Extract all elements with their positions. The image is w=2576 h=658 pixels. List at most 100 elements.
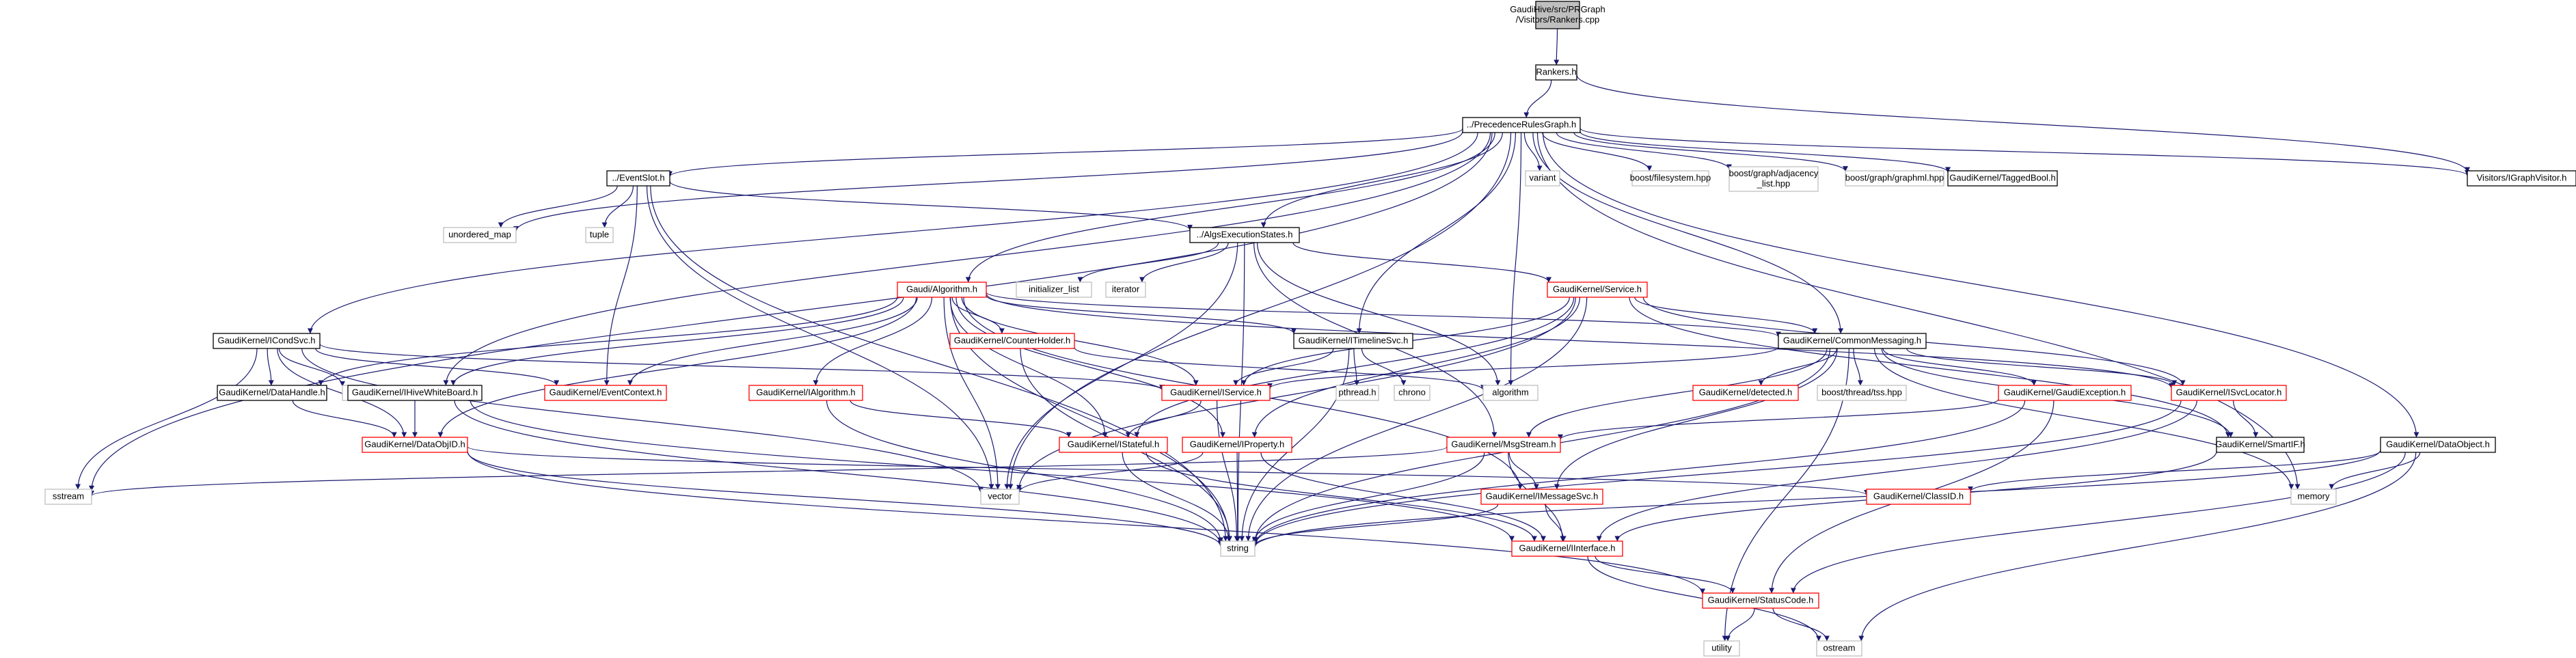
node-imessagesvc[interactable]: GaudiKernel/IMessageSvc.h [1480,489,1603,505]
edge-prg-to-ihivewhiteboard [443,132,1491,386]
edge-dataobjid-to-string [467,451,1223,547]
edge-prg-to-adjlist [1556,132,1732,170]
node-box-datahandle [217,385,327,401]
node-gaudialgorithm[interactable]: Gaudi/Algorithm.h [897,282,987,298]
node-eventcontext[interactable]: GaudiKernel/EventContext.h [544,385,667,401]
edge-isvclocator-to-smartif [2233,400,2259,438]
node-dataobjid[interactable]: GaudiKernel/DataObjID.h [362,437,468,453]
node-box-memory [2290,489,2337,505]
node-box-algorithm [1482,385,1538,401]
node-label-commonmessaging: GaudiKernel/CommonMessaging.h [1783,335,1921,345]
edge-prg-to-memory [1536,132,2301,490]
edge-prg-to-unordered_map [513,131,1463,232]
node-label-gaudiexception: GaudiKernel/GaudiException.h [2004,387,2126,397]
node-algsexec[interactable]: ../AlgsExecutionStates.h [1189,227,1300,243]
node-box-classid [1866,489,1971,505]
node-box-prg [1462,117,1581,133]
node-smartif[interactable]: GaudiKernel/SmartIF.h [2215,437,2305,453]
edge-iinterface-to-statuscode [1595,556,1735,594]
edge-commonmessaging-to-threadtss [1853,348,1863,386]
node-statuscode[interactable]: GaudiKernel/StatusCode.h [1702,592,1819,609]
node-pthread: pthread.h [1336,385,1379,401]
edge-dataobject-to-memory [2329,452,2421,490]
edge-gaudiexception-to-string [1252,400,2026,546]
edge-prg-to-filesystem [1542,132,1653,172]
node-istateful[interactable]: GaudiKernel/IStateful.h [1059,437,1168,453]
edge-commonmessaging-to-detected [1758,348,1838,386]
node-box-algsexec [1189,227,1300,243]
node-label-root: /Visitors/Rankers.cpp [1516,14,1600,25]
node-label-eventcontext: GaudiKernel/EventContext.h [550,387,662,397]
node-box-ostream [1816,640,1862,657]
node-sstream: sstream [44,489,92,505]
node-box-eventcontext [544,385,667,401]
edge-commonmessaging-to-imessagesvc [1554,348,1838,490]
node-datahandle[interactable]: GaudiKernel/DataHandle.h [217,385,327,401]
node-icondsvc[interactable]: GaudiKernel/ICondSvc.h [213,333,321,349]
node-ihivewhiteboard[interactable]: GaudiKernel/IHiveWhiteBoard.h [347,385,483,401]
node-gaudiexception[interactable]: GaudiKernel/GaudiException.h [1998,385,2132,401]
node-detected[interactable]: GaudiKernel/detected.h [1692,385,1799,401]
node-box-imessagesvc [1480,489,1603,505]
edge-datahandle-to-dataobjid [292,400,397,438]
node-iproperty[interactable]: GaudiKernel/IProperty.h [1182,437,1292,453]
edge-rankers-to-igraphvisitor [1576,74,2470,173]
node-igraphvisitor[interactable]: Visitors/IGraphVisitor.h [2467,170,2576,187]
edge-gaudialgorithm-to-vector [943,297,1001,490]
edge-service-to-iproperty [1251,297,1581,438]
node-iservice[interactable]: GaudiKernel/IService.h [1161,385,1271,401]
edge-itimelinesvc-to-pthread [1353,348,1360,386]
node-itimelinesvc[interactable]: GaudiKernel/ITimelineSvc.h [1293,333,1413,349]
node-box-sstream [44,489,92,505]
node-counterholder[interactable]: GaudiKernel/CounterHolder.h [949,333,1075,349]
node-eventslot[interactable]: ../EventSlot.h [606,170,670,187]
node-rankers[interactable]: Rankers.h [1535,64,1577,81]
node-ialgorithm[interactable]: GaudiKernel/IAlgorithm.h [748,385,863,401]
node-label-sstream: sstream [53,491,84,501]
node-box-dataobjid [362,437,468,453]
edge-eventslot-to-eventcontext [604,185,638,386]
edge-prg-to-variant [1523,132,1543,172]
node-label-gaudialgorithm: Gaudi/Algorithm.h [906,284,977,294]
node-ostream: ostream [1816,640,1862,657]
node-dataobject[interactable]: GaudiKernel/DataObject.h [2380,437,2496,453]
node-commonmessaging[interactable]: GaudiKernel/CommonMessaging.h [1778,333,1927,349]
edge-iproperty-to-iinterface [1260,452,1547,542]
node-label-init_list: initializer_list [1029,284,1079,294]
node-taggedbool[interactable]: GaudiKernel/TaggedBool.h [1947,170,2058,187]
node-filesystem: boost/filesystem.hpp [1630,170,1711,187]
node-isvclocator[interactable]: GaudiKernel/ISvcLocator.h [2171,385,2287,401]
node-label-imessagesvc: GaudiKernel/IMessageSvc.h [1486,491,1599,501]
node-init_list: initializer_list [1016,282,1092,298]
edge-counterholder-to-algorithm [1074,347,1486,391]
node-msgstream[interactable]: GaudiKernel/MsgStream.h [1446,437,1561,453]
edge-msgstream-to-sstream [89,446,1448,497]
node-box-detected [1692,385,1799,401]
node-box-pthread [1336,385,1379,401]
edge-icondsvc-to-eventcontext [315,348,560,386]
edge-service-to-vector [1016,297,1576,491]
node-label-detected: GaudiKernel/detected.h [1699,387,1793,397]
node-threadtss: boost/thread/tss.hpp [1817,385,1907,401]
node-label-isvclocator: GaudiKernel/ISvcLocator.h [2176,387,2282,397]
node-label-graphml: boost/graph/graphml.hpp [1845,172,1944,182]
node-prg[interactable]: ../PrecedenceRulesGraph.h [1462,117,1581,133]
node-box-graphml [1845,170,1944,187]
node-label-ostream: ostream [1823,642,1856,653]
node-box-statuscode [1702,592,1819,609]
node-box-icondsvc [213,333,321,349]
edge-dataobjid-to-statuscode [467,450,1705,594]
node-label-service: GaudiKernel/Service.h [1553,284,1642,294]
edge-isvclocator-to-iinterface [1596,400,2197,542]
node-service[interactable]: GaudiKernel/Service.h [1547,282,1648,298]
node-box-ihivewhiteboard [347,385,483,401]
node-label-filesystem: boost/filesystem.hpp [1630,172,1711,182]
node-box-tuple [585,227,614,243]
node-vector: vector [980,489,1020,505]
edge-dataobject-to-ostream [1858,452,2417,642]
node-box-ialgorithm [748,385,863,401]
node-root[interactable]: GaudiHive/src/PRGraph/Visitors/Rankers.c… [1510,1,1605,29]
node-label-adjlist: _list.hpp [1757,178,1790,189]
node-iinterface[interactable]: GaudiKernel/IInterface.h [1511,540,1623,557]
node-classid[interactable]: GaudiKernel/ClassID.h [1866,489,1971,505]
